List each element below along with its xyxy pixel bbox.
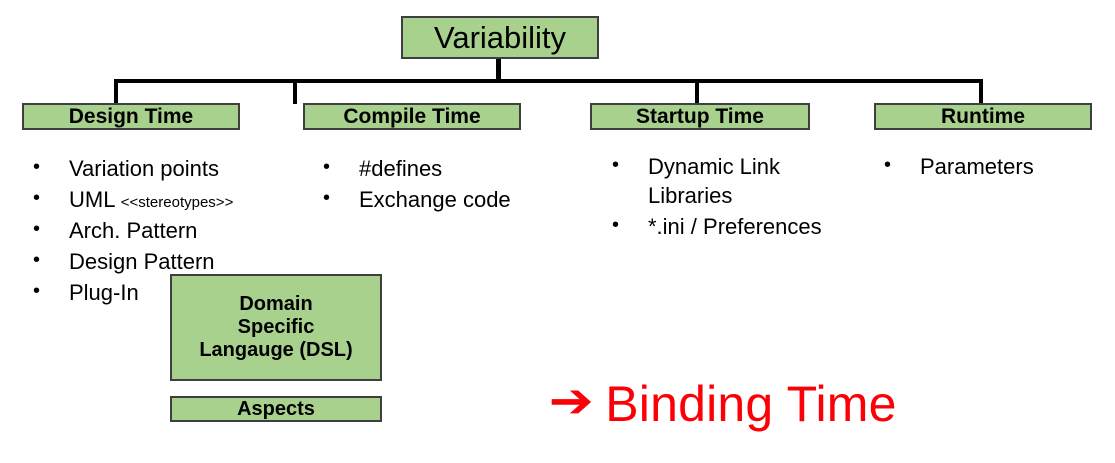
- connector-horizontal-bus: [114, 79, 983, 83]
- connector-drop-design-time: [114, 79, 118, 104]
- node-startup-time: Startup Time: [590, 103, 810, 130]
- node-design-time: Design Time: [22, 103, 240, 130]
- right-arrow-icon: ➔: [548, 375, 594, 428]
- list-item: Plug-In: [25, 278, 290, 307]
- binding-time-callout: ➔ Binding Time: [548, 375, 897, 432]
- node-variability-label: Variability: [433, 19, 567, 55]
- dsl-box: Domain Specific Langauge (DSL): [170, 274, 382, 381]
- list-item-stereotype-tag: <<stereotypes>>: [120, 194, 234, 212]
- node-design-time-label: Design Time: [68, 104, 194, 128]
- list-item: Design Pattern: [25, 247, 290, 276]
- node-startup-time-label: Startup Time: [636, 104, 764, 128]
- list-item: *.ini / Preferences: [604, 212, 856, 241]
- list-item-text: *.ini / Preferences: [648, 214, 822, 240]
- bullet-list-design-time: Variation points UML <<stereotypes>> Arc…: [25, 154, 290, 309]
- connector-root-stem: [496, 59, 501, 82]
- list-item-text: UML: [69, 187, 121, 213]
- dsl-box-label: Domain Specific Langauge (DSL): [199, 293, 353, 361]
- node-runtime-label: Runtime: [941, 104, 1025, 128]
- list-item: UML <<stereotypes>>: [25, 185, 290, 214]
- aspects-box-label: Aspects: [237, 397, 315, 420]
- list-item-text: Parameters: [920, 154, 1034, 179]
- aspects-box: Aspects: [170, 396, 382, 422]
- list-item: Exchange code: [315, 185, 565, 214]
- list-item: Arch. Pattern: [25, 216, 290, 245]
- node-runtime: Runtime: [874, 103, 1092, 130]
- list-item-text: Design Pattern: [69, 249, 215, 275]
- list-item-text: Variation points: [69, 156, 220, 181]
- connector-drop-compile-time: [293, 79, 297, 104]
- list-item: Dynamic Link Libraries: [604, 152, 856, 210]
- list-item-text: Dynamic Link Libraries: [648, 154, 781, 209]
- binding-time-label: Binding Time: [605, 376, 897, 432]
- node-variability: Variability: [401, 16, 599, 59]
- list-item: Parameters: [876, 152, 1106, 181]
- connector-drop-startup-time: [695, 79, 699, 104]
- list-item-text: Plug-In: [69, 280, 139, 306]
- bullet-list-compile-time: #defines Exchange code: [315, 154, 565, 216]
- node-compile-time-label: Compile Time: [343, 104, 481, 128]
- bullet-list-startup-time: Dynamic Link Libraries *.ini / Preferenc…: [604, 152, 856, 243]
- list-item-text: #defines: [359, 156, 443, 181]
- list-item-text: Arch. Pattern: [69, 218, 198, 244]
- list-item: Variation points: [25, 154, 290, 183]
- bullet-list-runtime: Parameters: [876, 152, 1106, 183]
- list-item-text: Exchange code: [359, 187, 511, 213]
- connector-drop-runtime: [979, 79, 983, 104]
- list-item: #defines: [315, 154, 565, 183]
- node-compile-time: Compile Time: [303, 103, 521, 130]
